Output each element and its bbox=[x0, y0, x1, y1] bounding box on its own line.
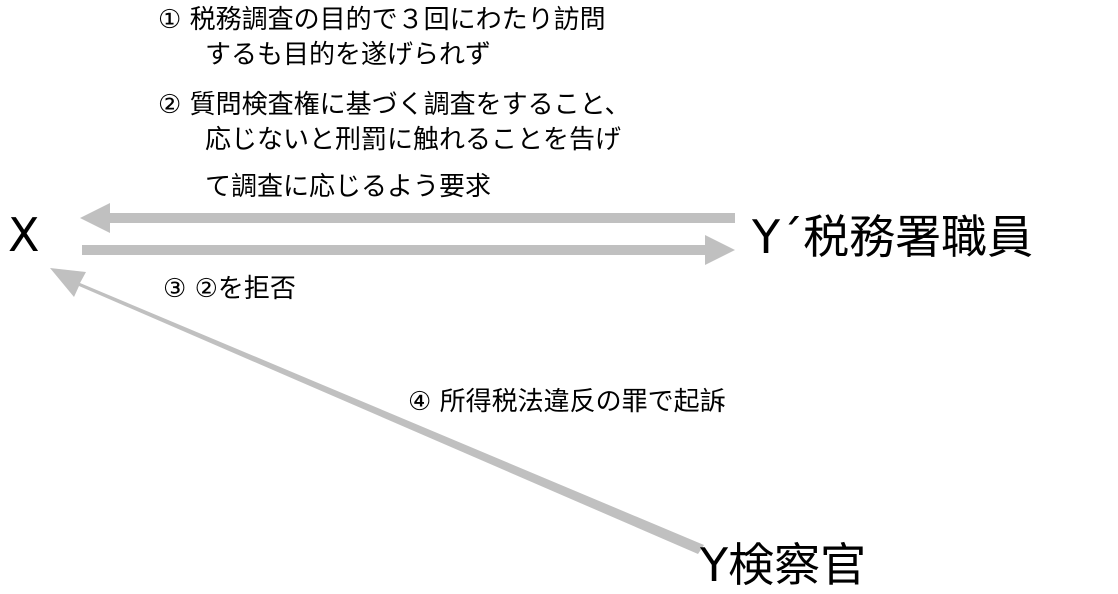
step1-line2: するも目的を遂げられず bbox=[205, 40, 492, 70]
step2-line2: 応じないと刑罰に触れることを告げ bbox=[205, 125, 622, 155]
arrow-request bbox=[80, 203, 735, 233]
arrow-refuse bbox=[82, 235, 735, 265]
node-tax-official: Y´税務署職員 bbox=[752, 210, 1034, 264]
node-x: X bbox=[8, 208, 40, 262]
step1-line1: ① 税務調査の目的で３回にわたり訪問 bbox=[158, 5, 606, 35]
step4: ④ 所得税法違反の罪で起訴 bbox=[408, 387, 726, 417]
node-prosecutor: Y検察官 bbox=[700, 538, 867, 592]
step2-line3: て調査に応じるよう要求 bbox=[205, 172, 492, 202]
step3: ③ ②を拒否 bbox=[163, 274, 296, 304]
step2-line1: ② 質問検査権に基づく調査をすること、 bbox=[158, 90, 631, 120]
arrow-indictment bbox=[50, 268, 704, 554]
